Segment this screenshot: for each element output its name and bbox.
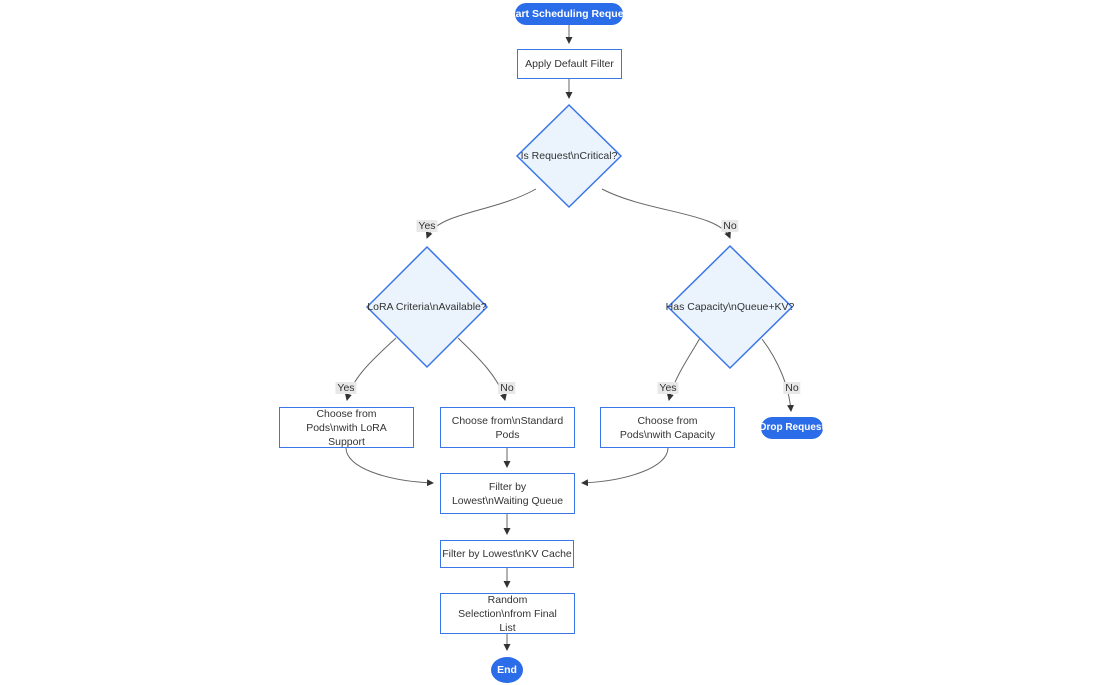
decision-is-critical-shape [515,103,623,209]
node-apply-default-filter-label: Apply Default Filter [525,58,614,70]
edge-critical-yes [425,188,537,239]
node-choose-standard-pods-label: Choose from\nStandard Pods [451,414,564,441]
decision-lora-criteria-label: LoRA Criteria\nAvailable? [367,301,487,313]
node-choose-capacity-pods: Choose from Pods\nwith Capacity [600,407,735,448]
edge-label-lora-yes: Yes [335,382,357,394]
edge-label-critical-yes: Yes [416,220,438,232]
node-drop-request-label: Drop Request [759,422,825,433]
edge-critical-no [601,188,731,239]
node-filter-kv-cache: Filter by Lowest\nKV Cache [440,540,574,568]
decision-lora-criteria-shape [365,245,489,369]
node-start-label: Start Scheduling Request [505,8,633,20]
node-filter-waiting-queue-label: Filter by Lowest\nWaiting Queue [451,480,564,507]
edge-label-capacity-no: No [783,382,801,394]
node-end: End [491,657,523,683]
decision-is-critical-label: Is Request\nCritical? [520,150,618,162]
node-apply-default-filter: Apply Default Filter [517,49,622,79]
node-choose-capacity-pods-label: Choose from Pods\nwith Capacity [619,414,716,441]
node-random-selection: Random Selection\nfrom Final List [440,593,575,634]
edge-lorapods-to-filterqueue [345,447,434,487]
edge-capacity-no [761,338,795,412]
node-drop-request: Drop Request [759,417,825,439]
decision-has-capacity-label: Has Capacity\nQueue+KV? [665,301,795,313]
node-choose-lora-pods: Choose from Pods\nwith LoRA Support [279,407,414,448]
decision-has-capacity-shape [666,244,794,370]
node-choose-lora-pods-label: Choose from Pods\nwith LoRA Support [306,407,387,448]
node-filter-kv-cache-label: Filter by Lowest\nKV Cache [442,548,572,560]
node-filter-waiting-queue: Filter by Lowest\nWaiting Queue [440,473,575,514]
node-random-selection-label: Random Selection\nfrom Final List [458,593,557,634]
edge-label-critical-no: No [721,220,739,232]
edge-label-capacity-yes: Yes [657,382,679,394]
edge-label-lora-no: No [498,382,516,394]
node-choose-standard-pods: Choose from\nStandard Pods [440,407,575,448]
edge-capacitypods-to-filterqueue [581,447,669,487]
node-start: Start Scheduling Request [505,3,633,25]
node-end-label: End [497,664,517,676]
